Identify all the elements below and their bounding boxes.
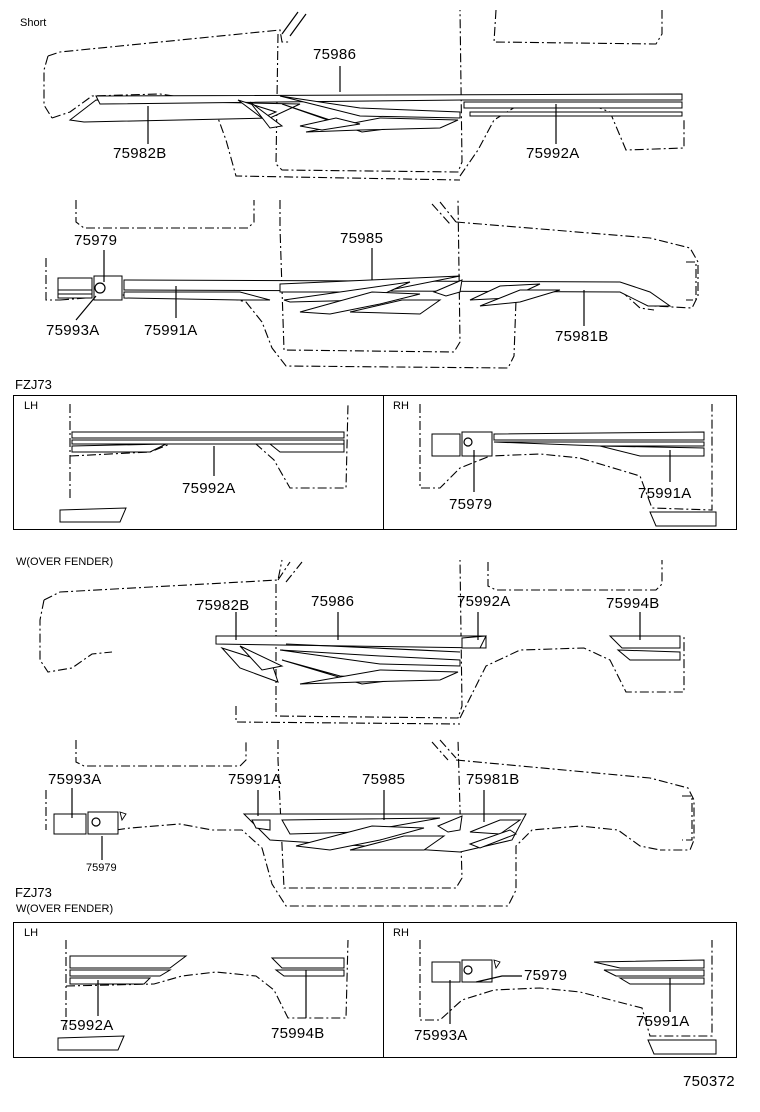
part-number-label: 75991A [638, 485, 692, 502]
side-label-lh: LH [24, 400, 39, 412]
side-label-lh-2: LH [24, 927, 39, 939]
over-fender-rh-stripe-graphic [242, 813, 527, 853]
over-fender-rh-vehicle-outline [45, 739, 695, 907]
part-number-label: 75993A [414, 1027, 468, 1044]
section-title-short: Short [20, 17, 47, 29]
part-number-label: 75992A [182, 480, 236, 497]
part-number-label: 75993A [48, 771, 102, 788]
fzj73-over-fender-rh-outline [419, 940, 717, 1055]
fzj73-panel-rh-outline [419, 404, 717, 527]
over-fender-lh-stripe-graphic [215, 635, 681, 685]
part-number-label: 75981B [555, 328, 609, 345]
part-number-label: 75981B [466, 771, 520, 788]
fzj73-panel-divider [383, 395, 384, 530]
part-number-label: 75979 [524, 967, 568, 984]
part-number-label: 75982B [196, 597, 250, 614]
section-title-fzj73-2: FZJ73 [15, 885, 52, 900]
over-fender-lh-vehicle-outline [39, 559, 685, 725]
part-number-label: 75982B [113, 145, 167, 162]
part-number-label: 75979 [74, 232, 118, 249]
figure-number: 750372 [683, 1073, 735, 1090]
short-lh-vehicle-outline [43, 9, 685, 181]
part-number-label: 75986 [313, 46, 357, 63]
section-title-over-fender-2: W(OVER FENDER) [16, 903, 114, 915]
part-number-label: 75991A [228, 771, 282, 788]
part-number-label-small: 75979 [86, 862, 117, 874]
fzj73-panel-box [13, 395, 737, 530]
part-number-label: 75993A [46, 322, 100, 339]
section-title-fzj73: FZJ73 [15, 377, 52, 392]
fzj73-over-fender-panel-box [13, 922, 737, 1058]
part-number-label: 75979 [449, 496, 493, 513]
part-number-label: 75992A [60, 1017, 114, 1034]
section-title-over-fender: W(OVER FENDER) [16, 556, 114, 568]
fzj73-over-fender-lh-outline [57, 939, 349, 1051]
part-number-label: 75985 [362, 771, 406, 788]
fzj73-over-fender-panel-divider [383, 922, 384, 1058]
part-number-label: 75992A [526, 145, 580, 162]
part-number-label: 75991A [144, 322, 198, 339]
part-number-label: 75994B [271, 1025, 325, 1042]
part-number-label: 75986 [311, 593, 355, 610]
leader-lines [71, 66, 671, 1024]
part-number-label: 75994B [606, 595, 660, 612]
fzj73-panel-lh-outline [59, 403, 349, 523]
part-number-label: 75985 [340, 230, 384, 247]
short-lh-stripe-graphic [95, 93, 683, 133]
part-number-label: 75991A [636, 1013, 690, 1030]
side-label-rh-2: RH [393, 927, 409, 939]
side-label-rh: RH [393, 400, 409, 412]
short-rh-stripe-graphic [57, 275, 672, 315]
part-number-label: 75992A [457, 593, 511, 610]
